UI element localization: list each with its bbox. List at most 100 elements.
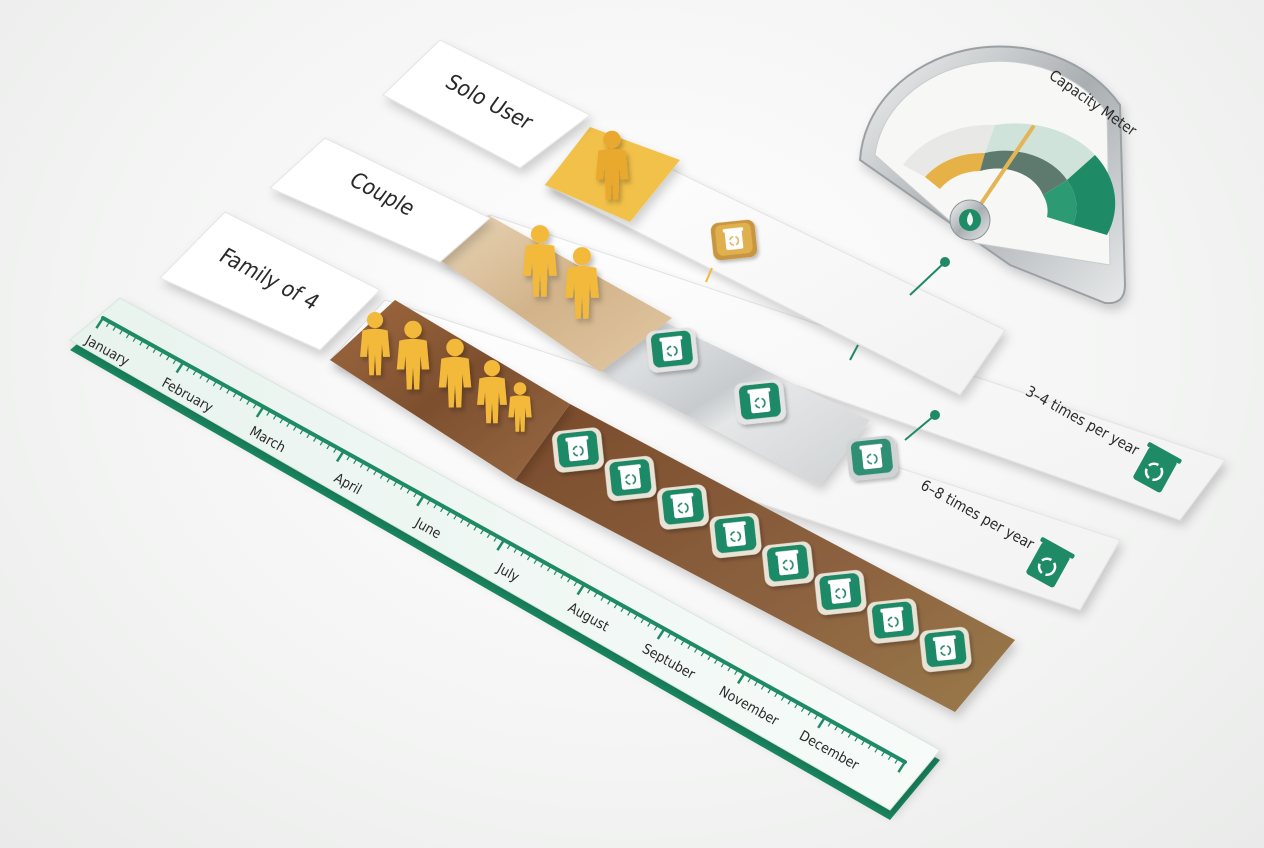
timeline-minor-tick xyxy=(386,476,391,483)
timeline-minor-tick xyxy=(874,746,879,753)
timeline-minor-tick xyxy=(246,399,251,405)
timeline-minor-tick xyxy=(326,443,331,450)
timeline-minor-tick xyxy=(694,646,699,653)
timeline-minor-tick xyxy=(727,665,732,672)
timeline-minor-tick xyxy=(119,328,124,335)
row-solo: Solo User xyxy=(382,39,1006,396)
timeline-minor-tick xyxy=(486,532,492,539)
timeline-minor-tick xyxy=(847,732,853,738)
timeline-minor-tick xyxy=(887,754,893,761)
timeline-minor-tick xyxy=(373,469,378,476)
timeline-minor-tick xyxy=(754,680,759,687)
timeline-minor-tick xyxy=(379,473,385,479)
timeline-minor-tick xyxy=(867,743,873,749)
recycling-bin-icon xyxy=(846,435,898,481)
timeline-minor-tick xyxy=(506,543,512,550)
timeline-ticks xyxy=(95,317,907,773)
person-icon xyxy=(477,360,507,424)
timeline-minor-tick xyxy=(647,621,652,627)
timeline-minor-tick xyxy=(607,598,612,605)
timeline-minor-tick xyxy=(139,339,144,346)
timeline-minor-tick xyxy=(206,376,211,383)
timeline-minor-tick xyxy=(132,336,137,342)
timeline-minor-tick xyxy=(145,343,151,350)
timeline-minor-tick xyxy=(787,698,792,705)
timeline-minor-tick xyxy=(800,706,806,712)
timeline-major-tick xyxy=(576,583,586,596)
timeline-minor-tick xyxy=(413,491,418,498)
timeline-minor-tick xyxy=(747,676,752,683)
timeline-minor-tick xyxy=(299,428,305,435)
timeline-minor-tick xyxy=(780,695,786,701)
timeline-minor-tick xyxy=(406,487,411,494)
timeline-minor-tick xyxy=(112,325,117,331)
timeline-minor-tick xyxy=(627,609,632,616)
timeline-major-tick xyxy=(335,450,345,463)
timeline-minor-tick xyxy=(353,458,358,465)
meter-connectors xyxy=(705,257,950,441)
timeline-minor-tick xyxy=(252,402,258,409)
timeline-minor-tick xyxy=(700,650,706,657)
timeline-minor-tick xyxy=(105,321,111,328)
recycling-bin-icon xyxy=(814,569,867,616)
timeline-minor-tick xyxy=(620,606,625,613)
timeline-minor-tick xyxy=(587,587,592,594)
timeline-minor-tick xyxy=(440,506,445,513)
timeline-minor-tick xyxy=(807,709,812,716)
timeline-minor-tick xyxy=(593,591,599,598)
timeline-minor-tick xyxy=(393,480,398,487)
bins-group-family xyxy=(552,427,972,673)
recycling-bin-icon xyxy=(646,327,698,373)
timeline-minor-tick xyxy=(466,521,472,527)
timeline-major-tick xyxy=(416,494,425,507)
timeline-minor-tick xyxy=(760,683,766,690)
timeline-minor-tick xyxy=(767,687,772,694)
person-icon xyxy=(565,247,599,319)
person-icon xyxy=(508,382,532,432)
recycling-bin-icon xyxy=(552,427,604,473)
timeline-major-tick xyxy=(175,361,185,374)
person-icon xyxy=(396,320,430,390)
timeline-minor-tick xyxy=(232,391,238,398)
timeline-minor-tick xyxy=(854,735,859,742)
recycling-bin-icon xyxy=(710,219,758,261)
timeline-minor-tick xyxy=(493,535,498,542)
timeline-minor-tick xyxy=(166,354,171,361)
timeline-minor-tick xyxy=(653,624,659,631)
recycling-bin-icon xyxy=(919,626,972,673)
timeline-minor-tick xyxy=(861,739,866,746)
timeline-minor-tick xyxy=(526,554,532,561)
timeline-major-tick xyxy=(255,406,265,418)
bins-group-solo xyxy=(710,219,758,261)
timeline-minor-tick xyxy=(774,691,779,698)
timeline-major-tick xyxy=(897,761,907,773)
timeline-minor-tick xyxy=(734,669,739,675)
recycling-bin-icon xyxy=(762,541,814,587)
recycling-bin-icon xyxy=(734,379,786,425)
timeline-minor-tick xyxy=(286,421,291,428)
timeline-minor-tick xyxy=(399,484,405,490)
timeline-minor-tick xyxy=(293,424,298,431)
timeline-minor-tick xyxy=(313,436,318,442)
label-card-couple: Couple xyxy=(269,137,491,263)
recycling-bin-icon xyxy=(1133,442,1182,493)
timeline-minor-tick xyxy=(473,524,478,531)
timeline-minor-tick xyxy=(453,513,458,520)
timeline-minor-tick xyxy=(446,510,452,516)
timeline-major-tick xyxy=(656,628,666,640)
timeline-minor-tick xyxy=(199,373,204,379)
timeline-minor-tick xyxy=(306,432,311,439)
timeline-minor-tick xyxy=(567,576,572,583)
timeline-minor-tick xyxy=(680,639,685,646)
timeline-ruler: JanuaryFebruaryMarchAprilJuneJulyAugustS… xyxy=(69,297,941,820)
timeline-minor-tick xyxy=(346,454,351,461)
timeline-minor-tick xyxy=(720,661,726,668)
recycling-bin-icon xyxy=(604,455,657,502)
timeline-major-tick xyxy=(496,539,506,551)
timeline-minor-tick xyxy=(633,613,639,620)
timeline-minor-tick xyxy=(613,602,619,609)
timeline-minor-tick xyxy=(172,358,178,365)
people-group-family xyxy=(360,312,532,432)
timeline-minor-tick xyxy=(159,350,164,357)
